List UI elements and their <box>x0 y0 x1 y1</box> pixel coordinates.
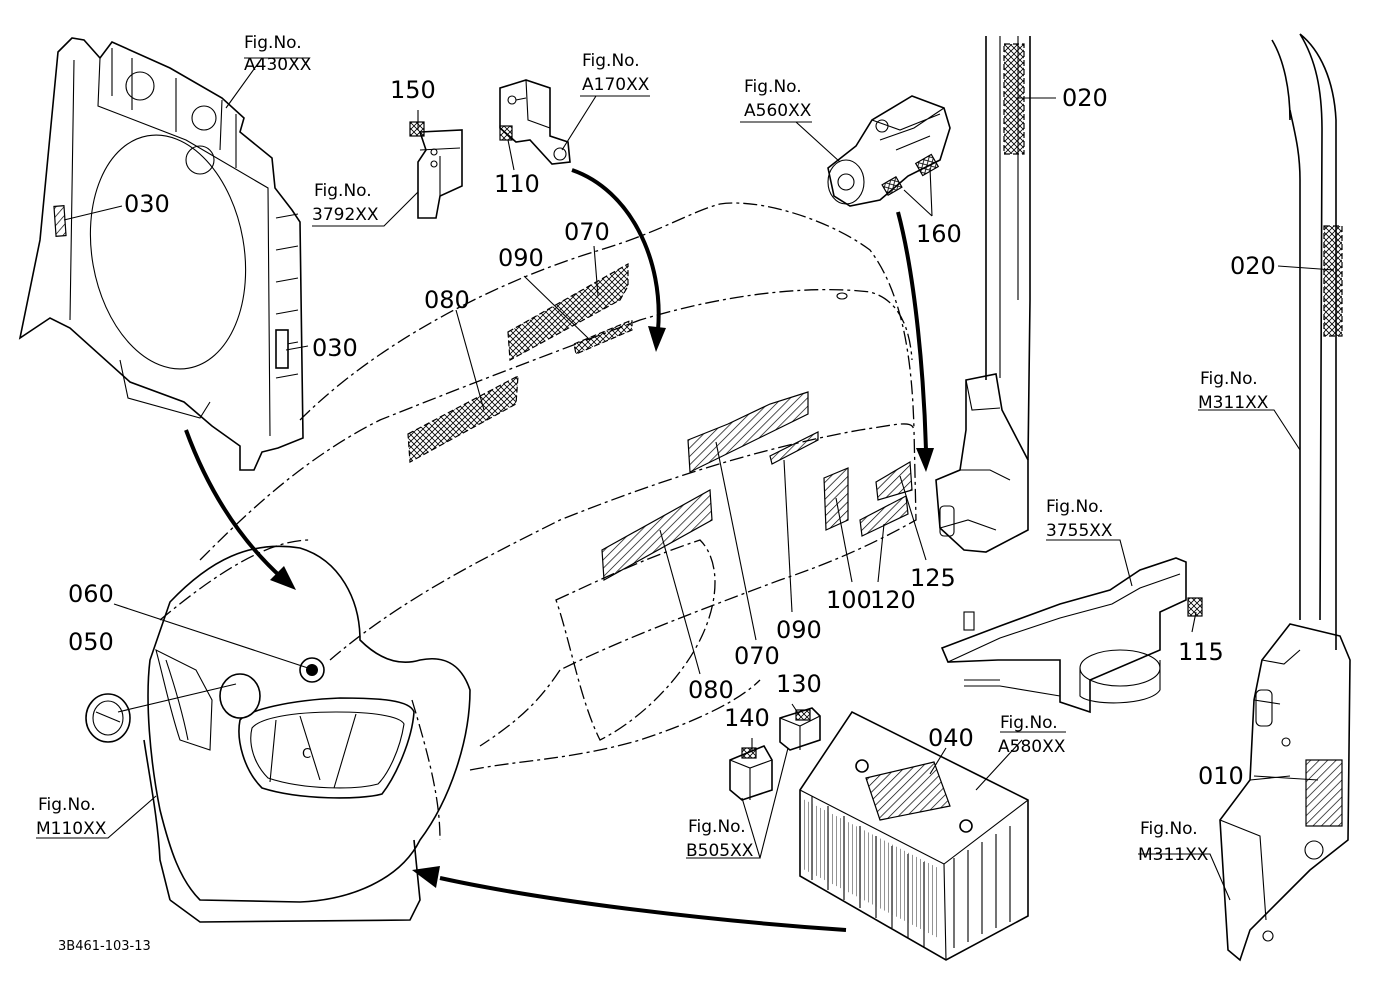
battery-bracket <box>940 557 1203 714</box>
callout-080-top: 080 <box>424 286 470 314</box>
callout-150: 150 <box>390 76 436 104</box>
callout-090-top: 090 <box>498 244 544 272</box>
fig-ref-a430-code: A430XX <box>244 55 312 75</box>
svg-text:Ⅽ: Ⅽ <box>302 747 311 762</box>
callout-070-bottom: 070 <box>734 642 780 670</box>
fig-ref-m110-prefix: Fig.No. <box>38 795 96 815</box>
callout-030-top: 030 <box>124 190 170 218</box>
battery <box>799 710 1029 961</box>
callout-020-top: 020 <box>1062 84 1108 112</box>
callout-010: 010 <box>1198 762 1244 790</box>
callout-125: 125 <box>910 564 956 592</box>
callout-120: 120 <box>870 586 916 614</box>
callout-060: 060 <box>68 580 114 608</box>
fig-ref-m311-top-prefix: Fig.No. <box>1200 369 1258 389</box>
fig-ref-b505-code: B505XX <box>686 841 754 861</box>
callout-115: 115 <box>1178 638 1224 666</box>
fig-ref-a580-prefix: Fig.No. <box>1000 713 1058 733</box>
fig-ref-3755-prefix: Fig.No. <box>1046 497 1104 517</box>
fig-ref-m311-top-code: M311XX <box>1198 393 1269 413</box>
callout-160: 160 <box>916 220 962 248</box>
drawing-code: 3B461-103-13 <box>58 939 151 954</box>
callout-050: 050 <box>68 628 114 656</box>
fig-ref-m311-bottom-code: M311XX <box>1138 845 1209 865</box>
hood: Ⅽ <box>143 202 917 923</box>
front-badge <box>85 693 131 743</box>
bracket-a170 <box>499 79 571 165</box>
fig-ref-a170-prefix: Fig.No. <box>582 51 640 71</box>
fig-ref-3755-code: 3755XX <box>1046 521 1113 541</box>
rops-frame <box>935 33 1351 962</box>
callout-080-bottom: 080 <box>688 676 734 704</box>
fig-ref-m311-bottom-prefix: Fig.No. <box>1140 819 1198 839</box>
fig-ref-3792-prefix: Fig.No. <box>314 181 372 201</box>
callout-090-bottom: 090 <box>776 616 822 644</box>
callout-020-right: 020 <box>1230 252 1276 280</box>
fig-ref-3792-code: 3792XX <box>312 205 379 225</box>
bracket-3792 <box>409 121 463 219</box>
radiator-shroud <box>18 37 304 471</box>
callout-110: 110 <box>494 170 540 198</box>
callout-070-top: 070 <box>564 218 610 246</box>
arrow-shroud-to-hood <box>184 429 296 590</box>
callout-030-mid: 030 <box>312 334 358 362</box>
fig-ref-a430-prefix: Fig.No. <box>244 33 302 53</box>
fig-ref-a170-code: A170XX <box>582 75 650 95</box>
callout-130: 130 <box>776 670 822 698</box>
fig-ref-b505-prefix: Fig.No. <box>688 817 746 837</box>
arrow-starter-to-hood <box>896 211 934 472</box>
figure-references: Fig.No. A430XX Fig.No. A170XX Fig.No. A5… <box>36 33 1269 865</box>
fuse-relay <box>729 707 821 801</box>
arrow-a170-to-hood <box>571 168 666 352</box>
fig-ref-a560-code: A560XX <box>744 101 812 121</box>
leader-lines <box>36 57 1335 901</box>
arrow-bottom-to-battery <box>412 866 847 932</box>
callout-040: 040 <box>928 724 974 752</box>
callout-140: 140 <box>724 704 770 732</box>
callout-100: 100 <box>826 586 872 614</box>
fig-ref-a580-code: A580XX <box>998 737 1066 757</box>
part-callouts: 150 110 030 030 020 020 160 070 090 080 … <box>68 76 1276 790</box>
fig-ref-m110-code: M110XX <box>36 819 107 839</box>
fig-ref-a560-prefix: Fig.No. <box>744 77 802 97</box>
starter-motor <box>827 95 951 207</box>
